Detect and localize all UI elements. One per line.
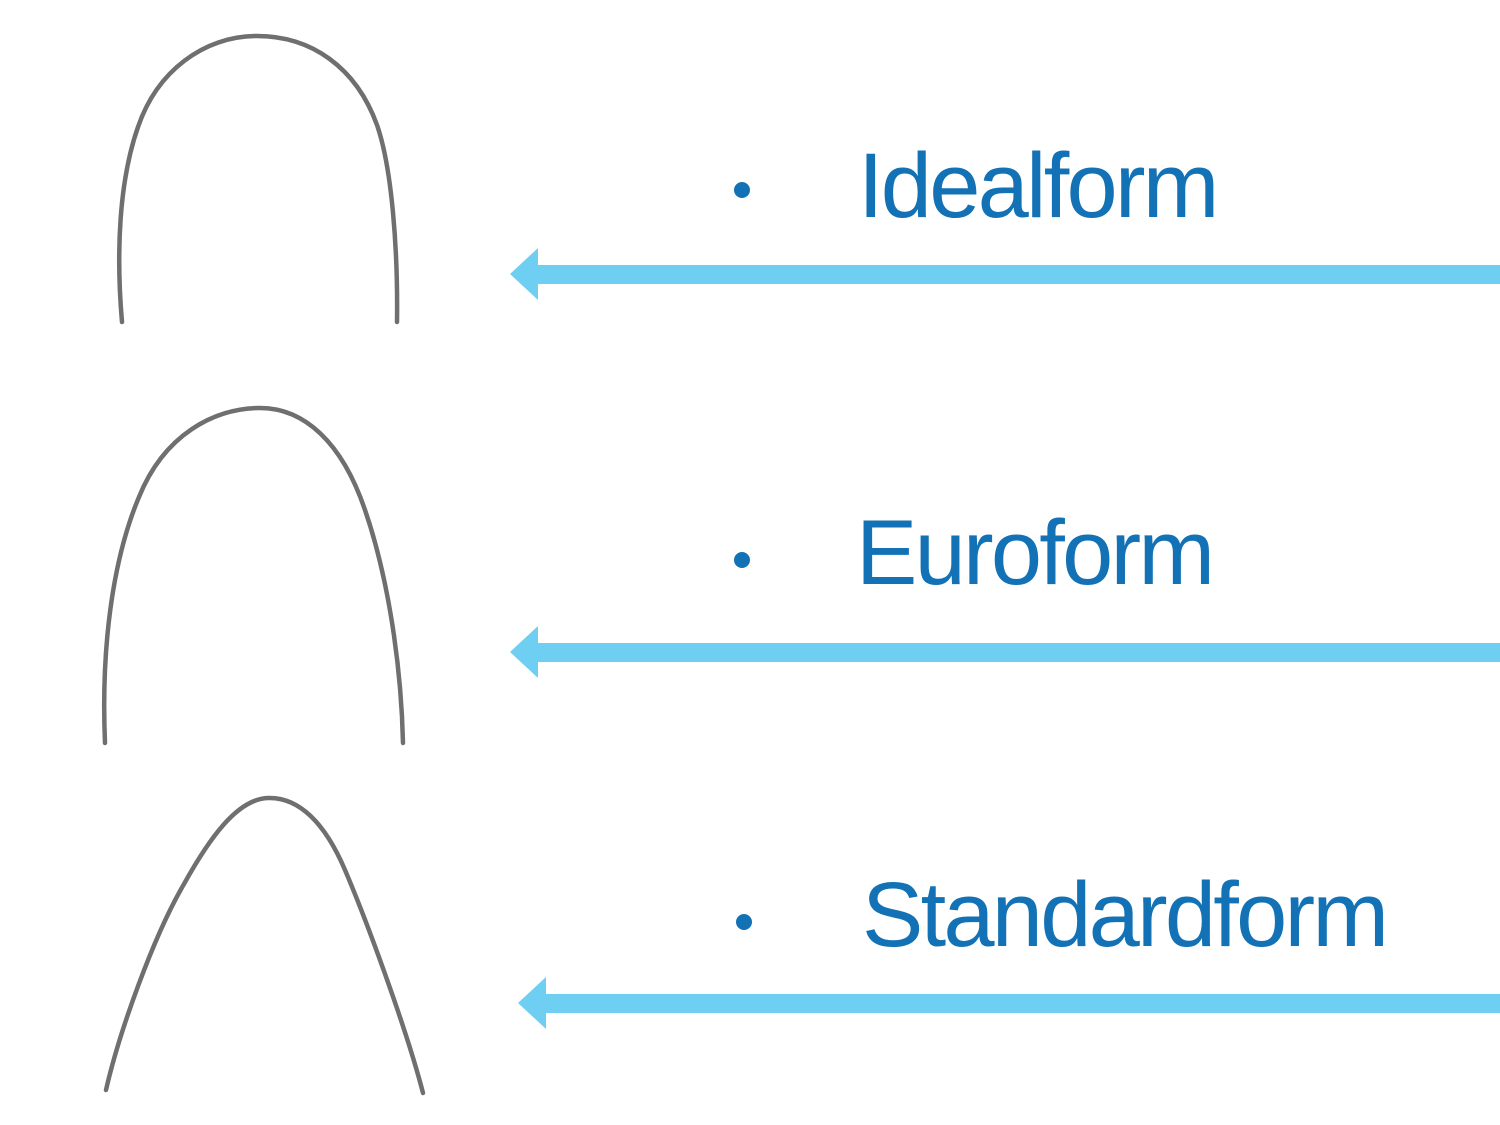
archwire-euroform-curve [101,405,406,746]
bullet-icon [734,552,750,568]
arrow-head-icon [510,248,538,300]
bullet-icon [734,182,750,198]
arrow-head-icon [518,977,546,1029]
archwire-idealform-image [117,33,400,325]
arrow-bar [536,265,1500,284]
archwire-idealform-curve [117,33,400,325]
label-euroform: Euroform [856,502,1215,604]
arrow-bar [536,643,1500,662]
label-idealform: Idealform [858,135,1219,237]
archwire-standardform-curve [103,795,426,1096]
archwire-euroform-image [101,405,406,746]
bullet-icon [736,914,752,930]
arrow-bar [544,994,1500,1013]
archwire-standardform-image [103,795,426,1096]
label-standardform: Standardform [862,864,1389,966]
arrow-head-icon [510,626,538,678]
